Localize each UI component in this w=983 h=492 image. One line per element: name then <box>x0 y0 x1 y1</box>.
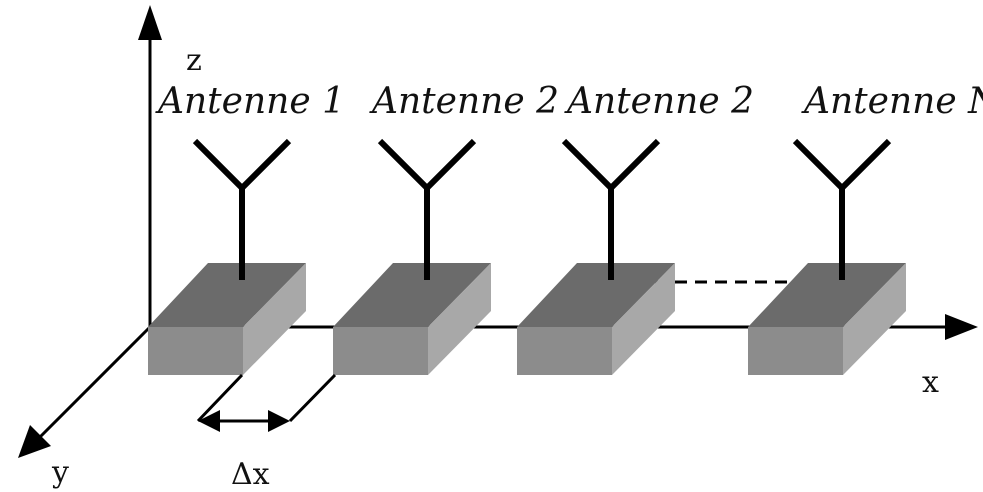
box-top <box>148 263 306 327</box>
box-front <box>748 327 843 375</box>
z-axis-label: z <box>186 43 202 78</box>
box-side <box>843 263 906 375</box>
box-top <box>333 263 491 327</box>
y-axis-label: y <box>51 455 69 490</box>
antenna-unit-2 <box>333 138 491 375</box>
y-axis-arrowhead <box>18 425 51 458</box>
antenna-label-3: Antenne 2 <box>564 81 754 122</box>
z-axis-arrowhead <box>138 5 162 40</box>
axes <box>18 5 978 458</box>
antenna-icon <box>377 138 477 193</box>
antenna-label-2: Antenne 2 <box>369 81 559 122</box>
box-side <box>612 263 675 375</box>
spacing-arrowhead-right <box>268 410 290 432</box>
x-axis-arrowhead <box>945 314 978 340</box>
antenna-icon <box>561 138 661 193</box>
box-side <box>428 263 491 375</box>
y-axis <box>33 325 152 444</box>
antenna-label-n: Antenne N <box>801 81 983 122</box>
antenna-icon <box>792 138 892 193</box>
spacing-guide-left <box>196 373 244 423</box>
antenna-unit-n <box>748 138 906 375</box>
antenna-label-1: Antenne 1 <box>155 81 345 122</box>
antenna-unit-1 <box>148 138 306 375</box>
x-axis-label: x <box>922 365 939 400</box>
box-front <box>517 327 612 375</box>
box-side <box>243 263 306 375</box>
antenna-unit-3 <box>517 138 675 375</box>
spacing-indicator <box>196 373 337 432</box>
antenna-icon <box>192 138 292 193</box>
box-front <box>333 327 428 375</box>
box-front <box>148 327 243 375</box>
spacing-arrowhead-left <box>198 410 220 432</box>
box-top <box>517 263 675 327</box>
box-top <box>748 263 906 327</box>
spacing-label: Δx <box>231 457 270 492</box>
spacing-guide-right <box>288 373 337 423</box>
